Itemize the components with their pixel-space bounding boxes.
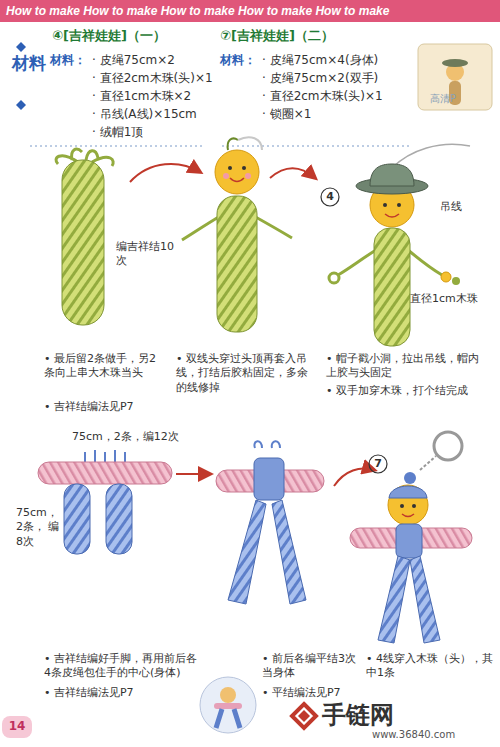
- illustration-part: [223, 173, 229, 179]
- step-title: ⑦[吉祥娃娃]（二）: [220, 28, 334, 45]
- illustration-part: [412, 504, 416, 508]
- part-label: 吊线: [440, 200, 462, 214]
- illustration-part: [418, 44, 492, 110]
- instruction-note: • 吉祥结编法见P7: [44, 400, 160, 414]
- illustration-part: [370, 164, 414, 186]
- illustration-part: [228, 138, 238, 150]
- material-item: · 绒帽1顶: [92, 125, 143, 141]
- illustration-part: [230, 178, 244, 182]
- illustration-part: [442, 59, 468, 67]
- illustration-part: [400, 504, 404, 508]
- illustration-part: [270, 168, 315, 178]
- part-label: 直径1cm木珠: [410, 292, 478, 306]
- illustration-part: [397, 203, 401, 207]
- instruction-note: • 4线穿入木珠（头），其中1条: [366, 652, 496, 681]
- illustration-part: [254, 458, 284, 500]
- illustration-part: [334, 469, 374, 486]
- illustration-part: [388, 485, 428, 525]
- page-number: 14: [6, 719, 28, 735]
- illustration-part: [217, 196, 257, 332]
- illustration-part: [62, 160, 104, 325]
- illustration-part: [228, 500, 266, 604]
- illustration-part: [64, 484, 90, 554]
- illustration-part: [321, 188, 339, 206]
- material-item: · 直径1cm木珠×2: [92, 89, 191, 105]
- dimension-note: 75cm， 2条， 编8次: [16, 506, 60, 549]
- illustration-part: [389, 486, 427, 498]
- instruction-note: • 双手加穿木珠，打个结完成: [326, 384, 486, 398]
- illustration-part: [2, 716, 32, 738]
- illustration-part: [396, 524, 422, 558]
- illustration-part: [176, 473, 210, 475]
- dimension-note: 75cm，2条，编12次: [72, 430, 179, 444]
- illustration-part: [441, 272, 451, 282]
- illustration-part: [298, 710, 310, 722]
- instruction-note: • 帽子戳小洞，拉出吊线，帽内上胶与头固定: [326, 352, 486, 381]
- illustration-part: [292, 704, 316, 728]
- illustration-part: [434, 432, 462, 460]
- instruction-note: • 双线头穿过头顶再套入吊线，打结后胶粘固定，多余的线修掉: [176, 352, 314, 395]
- illustration-part: [200, 677, 256, 733]
- material-item: · 直径2cm木珠(头)×1: [262, 89, 383, 105]
- illustration-part: [272, 500, 306, 604]
- illustration-part: [392, 144, 470, 168]
- illustration-part: [402, 514, 414, 517]
- illustration-part: [228, 166, 232, 170]
- step-note: 编吉祥结10次: [116, 240, 180, 269]
- material-item: · 锁圈×1: [262, 107, 311, 123]
- illustration-part: [329, 273, 339, 283]
- illustration-part: [383, 203, 387, 207]
- instruction-note: • 吉祥结编法见P7: [44, 686, 200, 700]
- material-heading: 材料: [12, 54, 29, 73]
- illustration-part: [410, 556, 440, 643]
- callout-number: 4: [326, 190, 334, 204]
- material-item: · 皮绳75cm×4(身体): [262, 53, 378, 69]
- illustration-part: [222, 146, 412, 147]
- illustration-part: [420, 456, 436, 470]
- illustration-part: [238, 137, 262, 150]
- illustration-part: [0, 0, 500, 22]
- illustration-part: [216, 709, 240, 728]
- site-url: www.36840.com: [372, 728, 455, 741]
- material-item: · 皮绳75cm×2(双手): [262, 71, 378, 87]
- header-band: How to make How to make How to make How …: [0, 0, 500, 22]
- instruction-note: • 平结编法见P7: [262, 686, 362, 700]
- illustration-part: [130, 164, 200, 182]
- illustration-part: [38, 462, 172, 484]
- illustration-part: [242, 166, 246, 170]
- material-item: · 吊线(A线)×15cm: [92, 107, 197, 123]
- instruction-note: • 吉祥结编好手脚，再用前后各4条皮绳包住手的中心(身体): [44, 652, 200, 681]
- illustration-part: [215, 150, 259, 194]
- instruction-note: • 前后各编平结3次当身体: [262, 652, 362, 681]
- material-label: 材料：: [50, 53, 86, 69]
- illustration-part: [378, 556, 410, 643]
- illustration-part: [16, 42, 26, 52]
- material-item: · 直径2cm木珠(头)×1: [92, 71, 213, 87]
- illustration-part: [369, 455, 387, 473]
- illustration-part: [292, 704, 316, 728]
- step-title: ④[吉祥娃娃]（一）: [52, 28, 166, 45]
- illustration-part: [214, 703, 242, 709]
- callout-number: 7: [374, 457, 382, 471]
- site-logo: 手链网: [322, 700, 394, 731]
- illustration-part: [404, 472, 416, 484]
- illustration-part: [254, 441, 280, 448]
- illustration-part: [106, 484, 132, 554]
- watermark: 高清P: [430, 92, 456, 105]
- material-label: 材料：: [220, 53, 256, 69]
- illustration-part: [30, 146, 205, 147]
- instruction-note: • 最后留2条做手，另2条向上串大木珠当头: [44, 352, 160, 381]
- illustration-part: [385, 214, 399, 217]
- illustration-part: [245, 173, 251, 179]
- illustration-part: [374, 228, 410, 346]
- illustration-part: [16, 100, 26, 110]
- material-item: · 皮绳75cm×2: [92, 53, 175, 69]
- illustration-part: [220, 687, 236, 703]
- illustration-part: [452, 277, 460, 285]
